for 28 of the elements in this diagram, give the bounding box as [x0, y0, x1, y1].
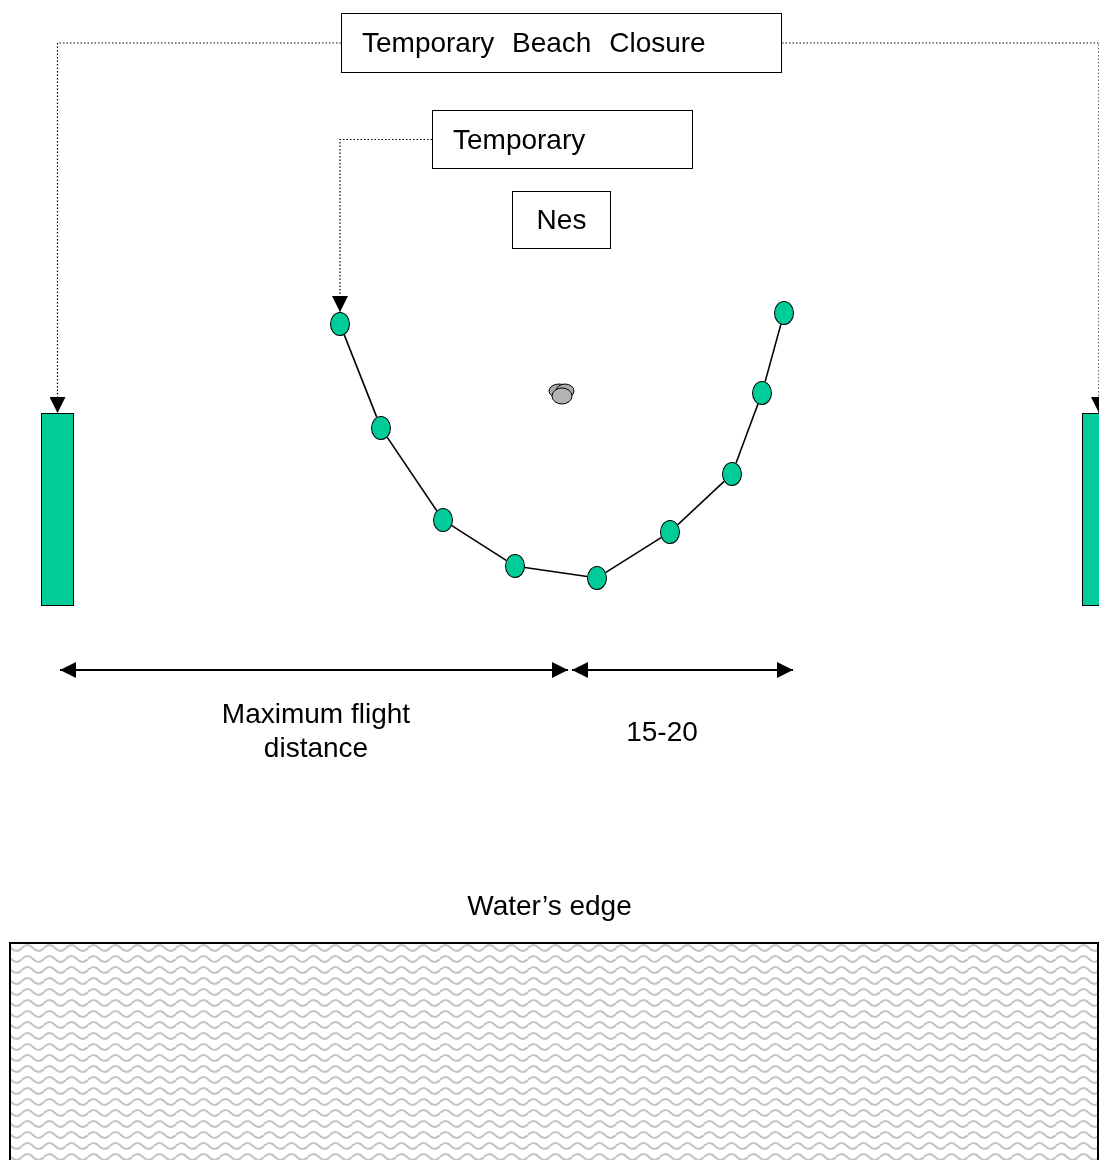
stake: [433, 508, 453, 532]
stake: [774, 301, 794, 325]
connector-line: [386, 436, 438, 512]
leader-arrow: [781, 42, 1099, 414]
stake: [371, 416, 391, 440]
dimension-label: 15-20: [625, 715, 699, 749]
leader-arrow: [332, 138, 433, 313]
label-box: Temporary Beach Closure: [341, 13, 782, 73]
dimension-label: Maximum flight distance: [220, 697, 412, 765]
label-box: Nes: [512, 191, 611, 249]
post: [1082, 413, 1099, 606]
connector-line: [343, 334, 378, 418]
connector-line: [764, 323, 782, 383]
water-edge-label: Water’s edge: [466, 890, 633, 922]
post: [41, 413, 74, 606]
connector-line: [605, 536, 662, 574]
connector-line: [524, 566, 588, 578]
label-box: Temporary: [432, 110, 693, 169]
stake: [752, 381, 772, 405]
leader-arrow: [49, 42, 342, 414]
stake: [722, 462, 742, 486]
stake: [587, 566, 607, 590]
connector-line: [735, 403, 759, 464]
connector-line: [677, 480, 725, 526]
connector-line: [451, 524, 507, 562]
stake: [660, 520, 680, 544]
stake: [330, 312, 350, 336]
stake: [505, 554, 525, 578]
